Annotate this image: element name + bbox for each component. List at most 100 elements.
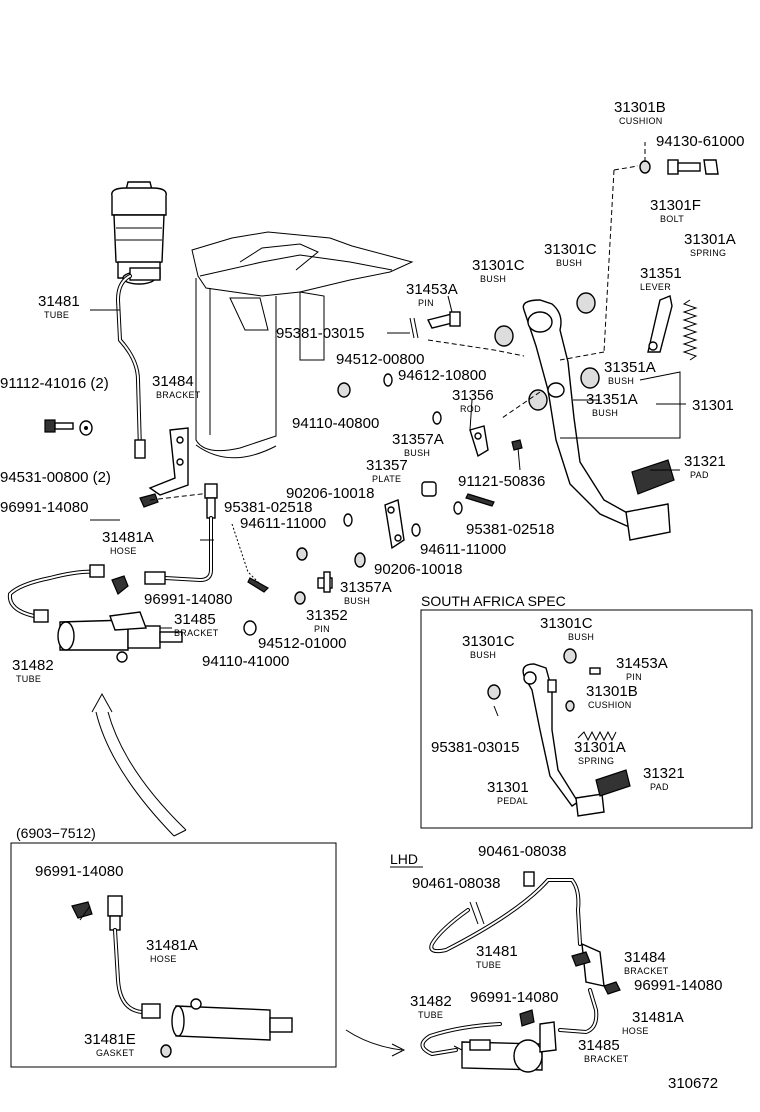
bolt-91121 bbox=[511, 439, 523, 471]
clutch-pedal bbox=[522, 299, 671, 541]
label-part: 31485 bbox=[174, 611, 216, 628]
label-part: 31481E bbox=[84, 1031, 136, 1048]
leader-lines bbox=[90, 142, 686, 629]
serial-hose bbox=[71, 895, 293, 1058]
bracket-31484 bbox=[148, 427, 189, 496]
label-part: 31484 bbox=[152, 373, 194, 390]
label-part: 31482 bbox=[410, 993, 452, 1010]
south-africa-title: SOUTH AFRICA SPEC bbox=[421, 593, 566, 609]
label-part: 90461-08038 bbox=[478, 843, 566, 860]
label-name: BRACKET bbox=[156, 390, 201, 400]
label-name: BUSH bbox=[556, 258, 582, 268]
label-part: 94110-41000 bbox=[202, 653, 289, 670]
cylinder-main bbox=[57, 611, 183, 663]
pad-31321 bbox=[631, 459, 675, 495]
label-name: BOLT bbox=[660, 214, 684, 224]
label-part: 31481 bbox=[476, 943, 518, 960]
label-part: 31357A bbox=[392, 431, 444, 448]
rod-plate bbox=[384, 425, 489, 550]
label-name: BUSH bbox=[480, 274, 506, 284]
sa-pedal bbox=[487, 648, 631, 817]
label-name: PIN bbox=[418, 298, 434, 308]
pin-31352 bbox=[317, 571, 333, 593]
label-name: CUSHION bbox=[619, 116, 663, 126]
label-part: 31301 bbox=[692, 397, 734, 414]
label-part: 96991-14080 bbox=[35, 863, 123, 880]
label-part: 95381-02518 bbox=[466, 521, 554, 538]
serial-range-title: (6903−7512) bbox=[16, 825, 96, 841]
label-part: 31482 bbox=[12, 657, 54, 674]
label-part: 96991-14080 bbox=[634, 977, 722, 994]
label-part: 90206-10018 bbox=[286, 485, 374, 502]
label-name: TUBE bbox=[16, 674, 41, 684]
label-name: PIN bbox=[314, 624, 330, 634]
label-name: GASKET bbox=[96, 1048, 135, 1058]
clip-96991-b bbox=[111, 575, 129, 595]
pointer-arrow-lhd bbox=[345, 1029, 406, 1057]
label-name: HOSE bbox=[622, 1026, 649, 1036]
label-name: BUSH bbox=[470, 650, 496, 660]
label-part: 91121-50836 bbox=[458, 473, 545, 490]
label-name: ROD bbox=[460, 404, 481, 414]
label-name: TUBE bbox=[418, 1010, 443, 1020]
label-part: 31357 bbox=[366, 457, 408, 474]
label-part: 31352 bbox=[306, 607, 348, 624]
label-part: 96991-14080 bbox=[144, 591, 232, 608]
label-part: 31484 bbox=[624, 949, 666, 966]
label-name: BUSH bbox=[592, 408, 618, 418]
label-part: 31351A bbox=[604, 359, 656, 376]
pin-95381-b bbox=[465, 493, 495, 507]
label-part: 31301C bbox=[544, 241, 597, 258]
label-name: HOSE bbox=[110, 546, 137, 556]
label-name: BUSH bbox=[608, 376, 634, 386]
label-name: TUBE bbox=[44, 310, 69, 320]
serial-inset bbox=[10, 842, 337, 1068]
label-part: 31301C bbox=[540, 615, 593, 632]
label-part: 31301 bbox=[487, 779, 529, 796]
pedal-bracket-panel bbox=[191, 231, 414, 459]
label-part: 31301F bbox=[650, 197, 701, 214]
label-name: BRACKET bbox=[624, 966, 669, 976]
label-part: 96991-14080 bbox=[470, 989, 558, 1006]
label-part: 95381-02518 bbox=[224, 499, 312, 516]
label-part: 94512-01000 bbox=[258, 635, 346, 652]
label-name: BRACKET bbox=[174, 628, 219, 638]
label-name: TUBE bbox=[476, 960, 501, 970]
small-hardware bbox=[243, 373, 463, 636]
bolt-washer-91112 bbox=[44, 419, 93, 436]
label-part: 31301B bbox=[586, 683, 638, 700]
label-name: BUSH bbox=[344, 596, 370, 606]
bushes bbox=[494, 292, 600, 411]
label-name: BUSH bbox=[404, 448, 430, 458]
reservoir bbox=[111, 181, 167, 285]
label-part: 31356 bbox=[452, 387, 494, 404]
label-part: 31301A bbox=[684, 231, 736, 248]
label-part: 90206-10018 bbox=[374, 561, 462, 578]
label-name: CUSHION bbox=[588, 700, 632, 710]
label-part: 31301C bbox=[472, 257, 525, 274]
label-part: 94110-40800 bbox=[292, 415, 379, 432]
label-part: 31321 bbox=[684, 453, 726, 470]
label-part: 31481 bbox=[38, 293, 80, 310]
label-part: 94611-11000 bbox=[420, 541, 506, 558]
label-part: 94531-00800 (2) bbox=[0, 469, 111, 486]
label-name: PAD bbox=[650, 782, 669, 792]
south-africa-inset bbox=[420, 609, 753, 829]
diagram-id: 310672 bbox=[668, 1075, 718, 1092]
label-part: 90461-08038 bbox=[412, 875, 500, 892]
lhd-title: LHD bbox=[390, 851, 418, 867]
pin-31453A bbox=[409, 311, 461, 339]
label-part: 31301C bbox=[462, 633, 515, 650]
label-part: 31351 bbox=[640, 265, 682, 282]
label-part: 94130-61000 bbox=[656, 133, 744, 150]
label-part: 31357A bbox=[340, 579, 392, 596]
label-name: PAD bbox=[690, 470, 709, 480]
cushion-bolt bbox=[639, 159, 719, 175]
pin-95381 bbox=[231, 523, 269, 593]
tube-31481 bbox=[115, 274, 146, 459]
label-part: 96991-14080 bbox=[0, 499, 88, 516]
pointer-arrow bbox=[91, 692, 187, 837]
label-name: SPRING bbox=[690, 248, 726, 258]
label-part: 31481A bbox=[632, 1009, 684, 1026]
